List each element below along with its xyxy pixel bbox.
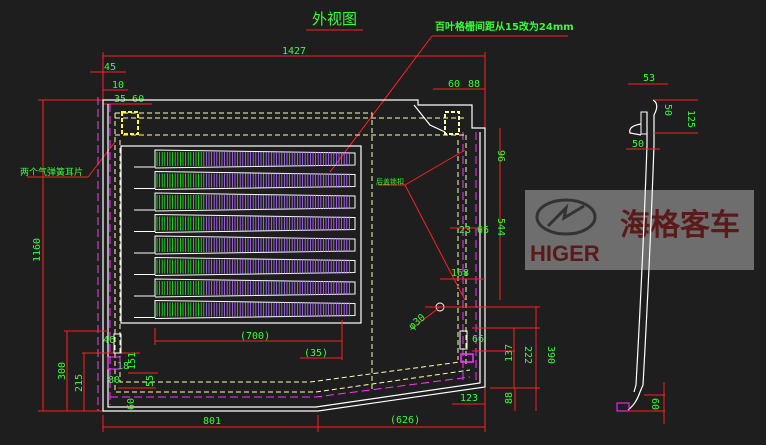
outer-panel-outline <box>102 99 486 412</box>
dim-18: 18 <box>117 361 129 372</box>
dim-215: 215 <box>74 374 85 392</box>
louver-note: 百叶格栅间距从15改为24mm <box>435 20 574 33</box>
dim-45: 45 <box>104 62 116 73</box>
dim-80: 80 <box>108 375 120 386</box>
louver-leader-2 <box>329 35 433 173</box>
dim-50a: 50 <box>662 104 673 116</box>
louver-slat <box>134 299 356 319</box>
dim-53: 53 <box>643 73 655 84</box>
dim-23-65: 23 65 <box>459 225 489 236</box>
louver-slat <box>134 192 356 212</box>
spring-bracket <box>113 333 122 354</box>
higer-watermark: HIGER 海格客车 <box>525 190 754 270</box>
hidden-lines <box>114 112 471 393</box>
louver-slat <box>134 149 356 169</box>
spring-tab-note: 两个气弹簧耳片 <box>20 166 83 178</box>
dim-151: 151 <box>127 352 138 370</box>
dim-125: 125 <box>685 110 696 128</box>
dim-10: 10 <box>112 80 124 91</box>
dim-50b: 50 <box>632 139 644 150</box>
dim-222: 222 <box>522 346 533 364</box>
dim-46: 46 <box>103 335 115 346</box>
louver-slat <box>134 278 356 298</box>
dim-1427: 1427 <box>282 46 306 57</box>
dim-137: 137 <box>504 344 515 362</box>
dim-1160: 1160 <box>32 238 43 262</box>
louver-slat <box>134 170 356 190</box>
dim-phi30: φ30 <box>407 312 428 332</box>
dim-88b: 88 <box>504 392 515 404</box>
dim-801: 801 <box>203 416 221 427</box>
louver-slat <box>134 213 356 233</box>
latch-note: 后盖锁扣 <box>376 177 404 186</box>
dim-88: 88 <box>468 79 480 90</box>
brand-en: HIGER <box>530 241 600 266</box>
louver-grille <box>120 145 362 324</box>
dim-66: 66 <box>472 334 484 345</box>
dim-55: 55 <box>145 375 156 387</box>
dim-168: 168 <box>451 268 469 279</box>
louver-slat <box>134 235 356 255</box>
view-title: 外视图 <box>312 10 357 28</box>
dim-35: (35) <box>304 348 328 359</box>
hinge-bracket-left <box>121 111 139 135</box>
dim-60: 60 <box>448 79 460 90</box>
dim-60b: 60 <box>126 398 137 410</box>
hinge-bracket-right <box>444 111 460 135</box>
centerlines <box>97 97 477 411</box>
brand-cn: 海格客车 <box>620 208 740 243</box>
side-profile: 53 50 125 50 60 <box>616 73 698 424</box>
dim-profile-60: 60 <box>649 398 660 410</box>
latch-slot <box>459 330 468 350</box>
dim-700: (700) <box>240 331 270 342</box>
dim-123: 123 <box>460 393 478 404</box>
louver-slat <box>134 256 356 276</box>
dim-300: 300 <box>57 362 68 380</box>
dim-544: 544 <box>495 218 506 236</box>
dim-626: (626) <box>390 415 420 426</box>
dim-96: 96 <box>495 150 506 162</box>
higer-logo-icon <box>535 198 597 236</box>
dim-390: 390 <box>545 346 556 364</box>
